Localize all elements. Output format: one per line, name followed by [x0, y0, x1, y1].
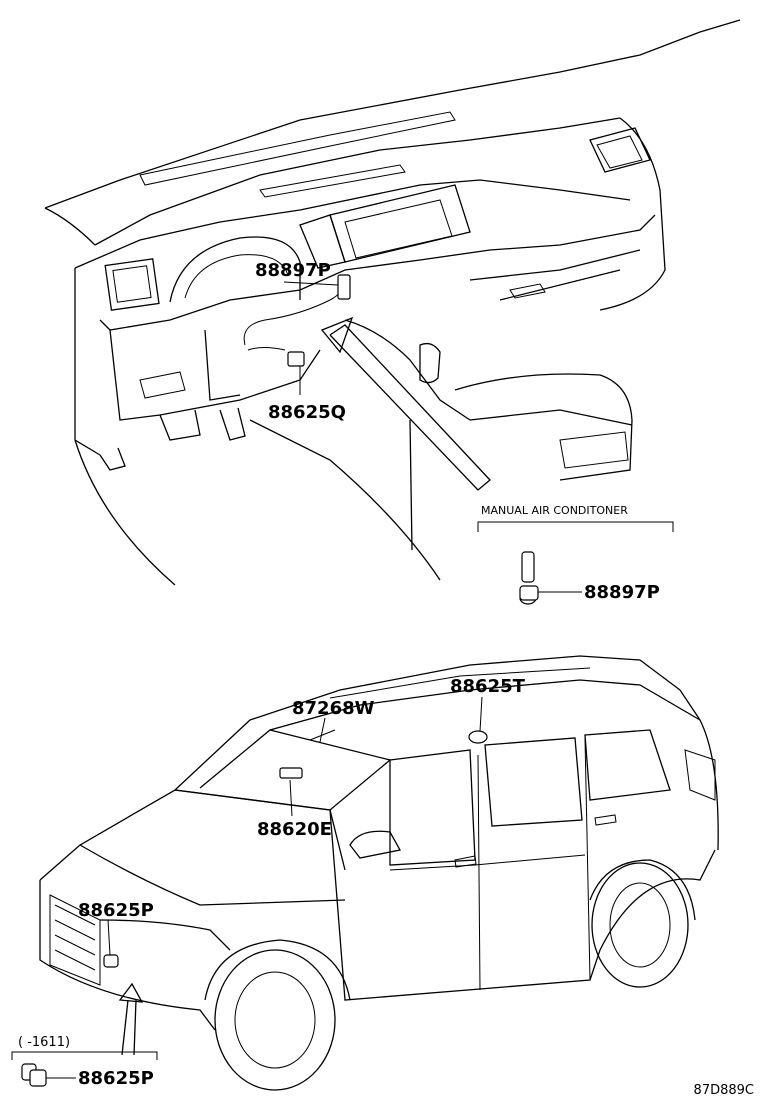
callout-88897P-dash: 88897P [255, 260, 331, 281]
dashboard-illustration [44, 19, 741, 586]
callout-88625P-vehicle: 88625P [78, 900, 154, 921]
sensor-88620E-icon [279, 767, 303, 779]
callout-88625Q: 88625Q [268, 402, 346, 423]
callout-88620E: 88620E [257, 819, 332, 840]
variant-bracket [477, 521, 674, 532]
vehicle-illustration [39, 655, 719, 1091]
callout-88625T: 88625T [450, 676, 526, 697]
variant-caption: MANUAL AIR CONDITONER [481, 504, 628, 517]
figure-code: 87D889C [694, 1083, 754, 1098]
sensor-88625P-small-icon [21, 1063, 76, 1087]
date-range-text: ( -1611) [18, 1035, 70, 1050]
callout-88897P-variant: 88897P [584, 582, 660, 603]
date-range-bracket [11, 1051, 158, 1060]
sensor-88897P-icon [519, 551, 582, 605]
sensor-88625T-icon [468, 730, 488, 744]
callout-87268W: 87268W [292, 698, 375, 719]
callout-88625P-range: 88625P [78, 1068, 154, 1089]
sensor-88625P-icon [103, 954, 119, 968]
